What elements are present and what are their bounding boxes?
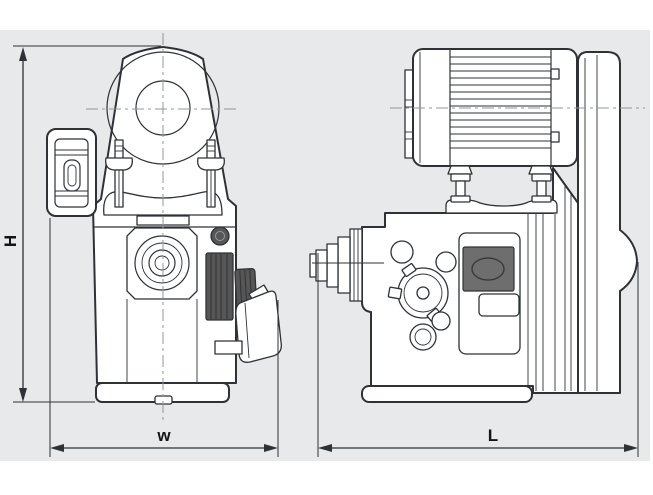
height-dimension-label: H xyxy=(1,235,20,247)
side-body-ribs xyxy=(527,185,572,391)
side-view xyxy=(309,48,645,403)
front-output-hub xyxy=(126,227,198,383)
motor-endcap-step-bottom xyxy=(550,131,560,143)
side-belt-guard-plate xyxy=(577,51,638,394)
nameplate-label xyxy=(478,293,520,317)
dimension-width: w xyxy=(49,218,279,457)
side-input-shaft xyxy=(309,228,384,302)
front-chute xyxy=(214,284,282,363)
front-view xyxy=(46,33,282,421)
nameplate-oval xyxy=(471,257,505,281)
motor-endcap-step-top xyxy=(550,68,560,80)
front-control-box xyxy=(46,128,97,217)
width-dimension-label: w xyxy=(156,426,171,445)
side-motor xyxy=(404,48,578,167)
front-spring-bolt-right xyxy=(197,139,225,208)
control-box-slot xyxy=(63,159,81,192)
dimension-length: L xyxy=(317,253,639,457)
mount-bolt-right xyxy=(528,165,554,203)
dimension-height: H xyxy=(1,45,161,403)
nameplate-dark-window xyxy=(462,246,515,292)
front-spring-bolt-left xyxy=(105,139,133,208)
side-motor-mount xyxy=(445,165,558,214)
mount-bolt-left xyxy=(447,165,473,203)
dial-tab xyxy=(401,263,417,277)
side-base xyxy=(361,385,533,403)
front-handwheel xyxy=(205,252,234,321)
side-nameplate-panel xyxy=(458,232,521,355)
front-knob xyxy=(210,226,230,246)
dial-tab xyxy=(387,286,403,300)
side-adjust-dial xyxy=(387,240,457,351)
motor-left-bracket xyxy=(404,69,414,159)
length-dimension-label: L xyxy=(488,426,498,445)
motor-cooling-fins xyxy=(450,56,551,149)
